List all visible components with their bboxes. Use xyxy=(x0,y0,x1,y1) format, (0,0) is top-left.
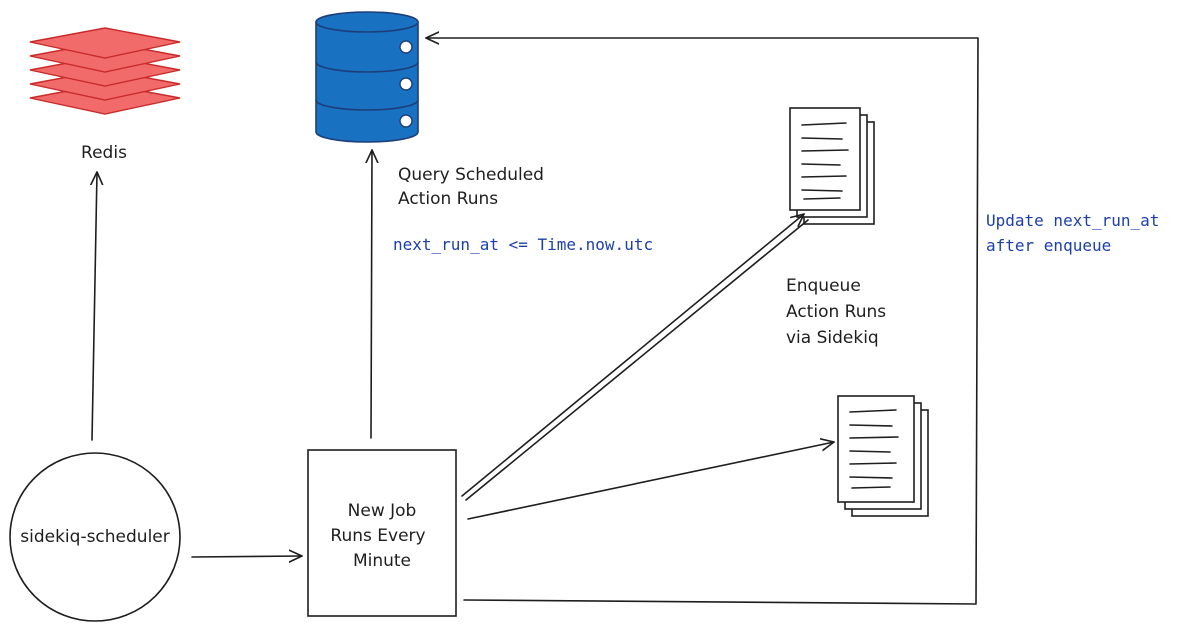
query-label-line-1: Query Scheduled xyxy=(398,165,544,185)
enqueue-label-line-1: Enqueue xyxy=(786,276,861,296)
arrow-job-to-documents-bottom xyxy=(467,442,835,520)
update-label-line-1: Update next_run_at xyxy=(986,211,1159,230)
job-label-line-1: New Job xyxy=(348,501,417,521)
document-icon-bottom xyxy=(837,395,929,517)
arrow-job-to-database xyxy=(371,149,372,439)
arrow-scheduler-to-redis xyxy=(92,171,97,441)
arrow-update-loop xyxy=(425,38,979,605)
arrow-job-to-documents-top xyxy=(461,213,805,497)
condition-label: next_run_at <= Time.now.utc xyxy=(393,235,653,254)
redis-label: Redis xyxy=(81,143,127,163)
job-node xyxy=(307,449,457,617)
arrow-scheduler-to-job xyxy=(191,556,303,557)
query-label-line-2: Action Runs xyxy=(398,189,498,209)
scheduler-label: sidekiq-scheduler xyxy=(20,527,170,547)
job-label-line-3: Minute xyxy=(353,551,411,571)
document-icon-top xyxy=(789,107,875,225)
update-label-line-2: after enqueue xyxy=(986,236,1111,255)
scheduler-node xyxy=(9,452,181,622)
enqueue-label-line-2: Action Runs xyxy=(786,302,886,322)
enqueue-label-line-3: via Sidekiq xyxy=(786,328,879,348)
job-label-line-2: Runs Every xyxy=(330,526,425,546)
database-icon xyxy=(315,11,419,143)
redis-icon xyxy=(29,27,181,115)
arrow-job-to-documents-top-shadow xyxy=(465,219,809,501)
